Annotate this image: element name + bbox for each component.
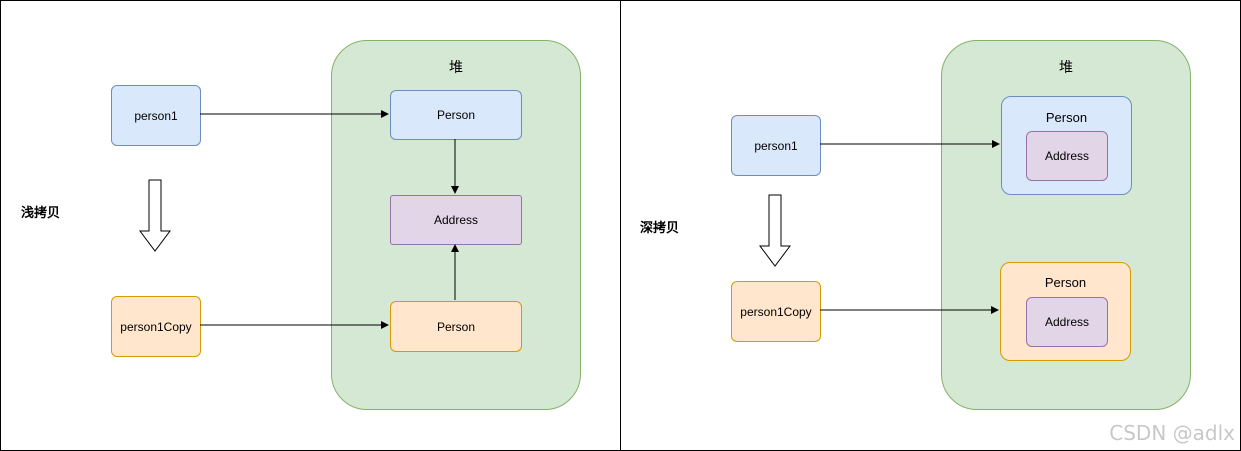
- person1-variable: person1: [111, 85, 201, 146]
- person-object-copy: Person: [390, 301, 522, 352]
- heap-label: 堆: [1059, 59, 1073, 75]
- address-object-shared: Address: [390, 195, 522, 245]
- address-object-copy: Address: [1026, 297, 1108, 347]
- address-object-original: Address: [1026, 131, 1108, 181]
- shallow-copy-title: 浅拷贝: [21, 205, 61, 220]
- person-object-original: Person: [390, 90, 522, 140]
- person1copy-variable: person1Copy: [731, 281, 821, 342]
- heap-label: 堆: [449, 59, 463, 75]
- deep-copy-panel: 堆 深拷贝 person1 person1Copy Person Address…: [620, 0, 1241, 451]
- person-label: Person: [1045, 110, 1088, 125]
- watermark: CSDN @adlx: [1109, 421, 1235, 445]
- person-container-original: Person Address: [1001, 96, 1132, 195]
- deep-copy-title: 深拷贝: [640, 220, 680, 235]
- shallow-copy-panel: 堆 浅拷贝 person1 person1Copy Person Address…: [0, 0, 621, 451]
- person1-variable: person1: [731, 115, 821, 176]
- person-container-copy: Person Address: [1000, 262, 1131, 361]
- person-label: Person: [1044, 275, 1087, 290]
- person1copy-variable: person1Copy: [111, 296, 201, 357]
